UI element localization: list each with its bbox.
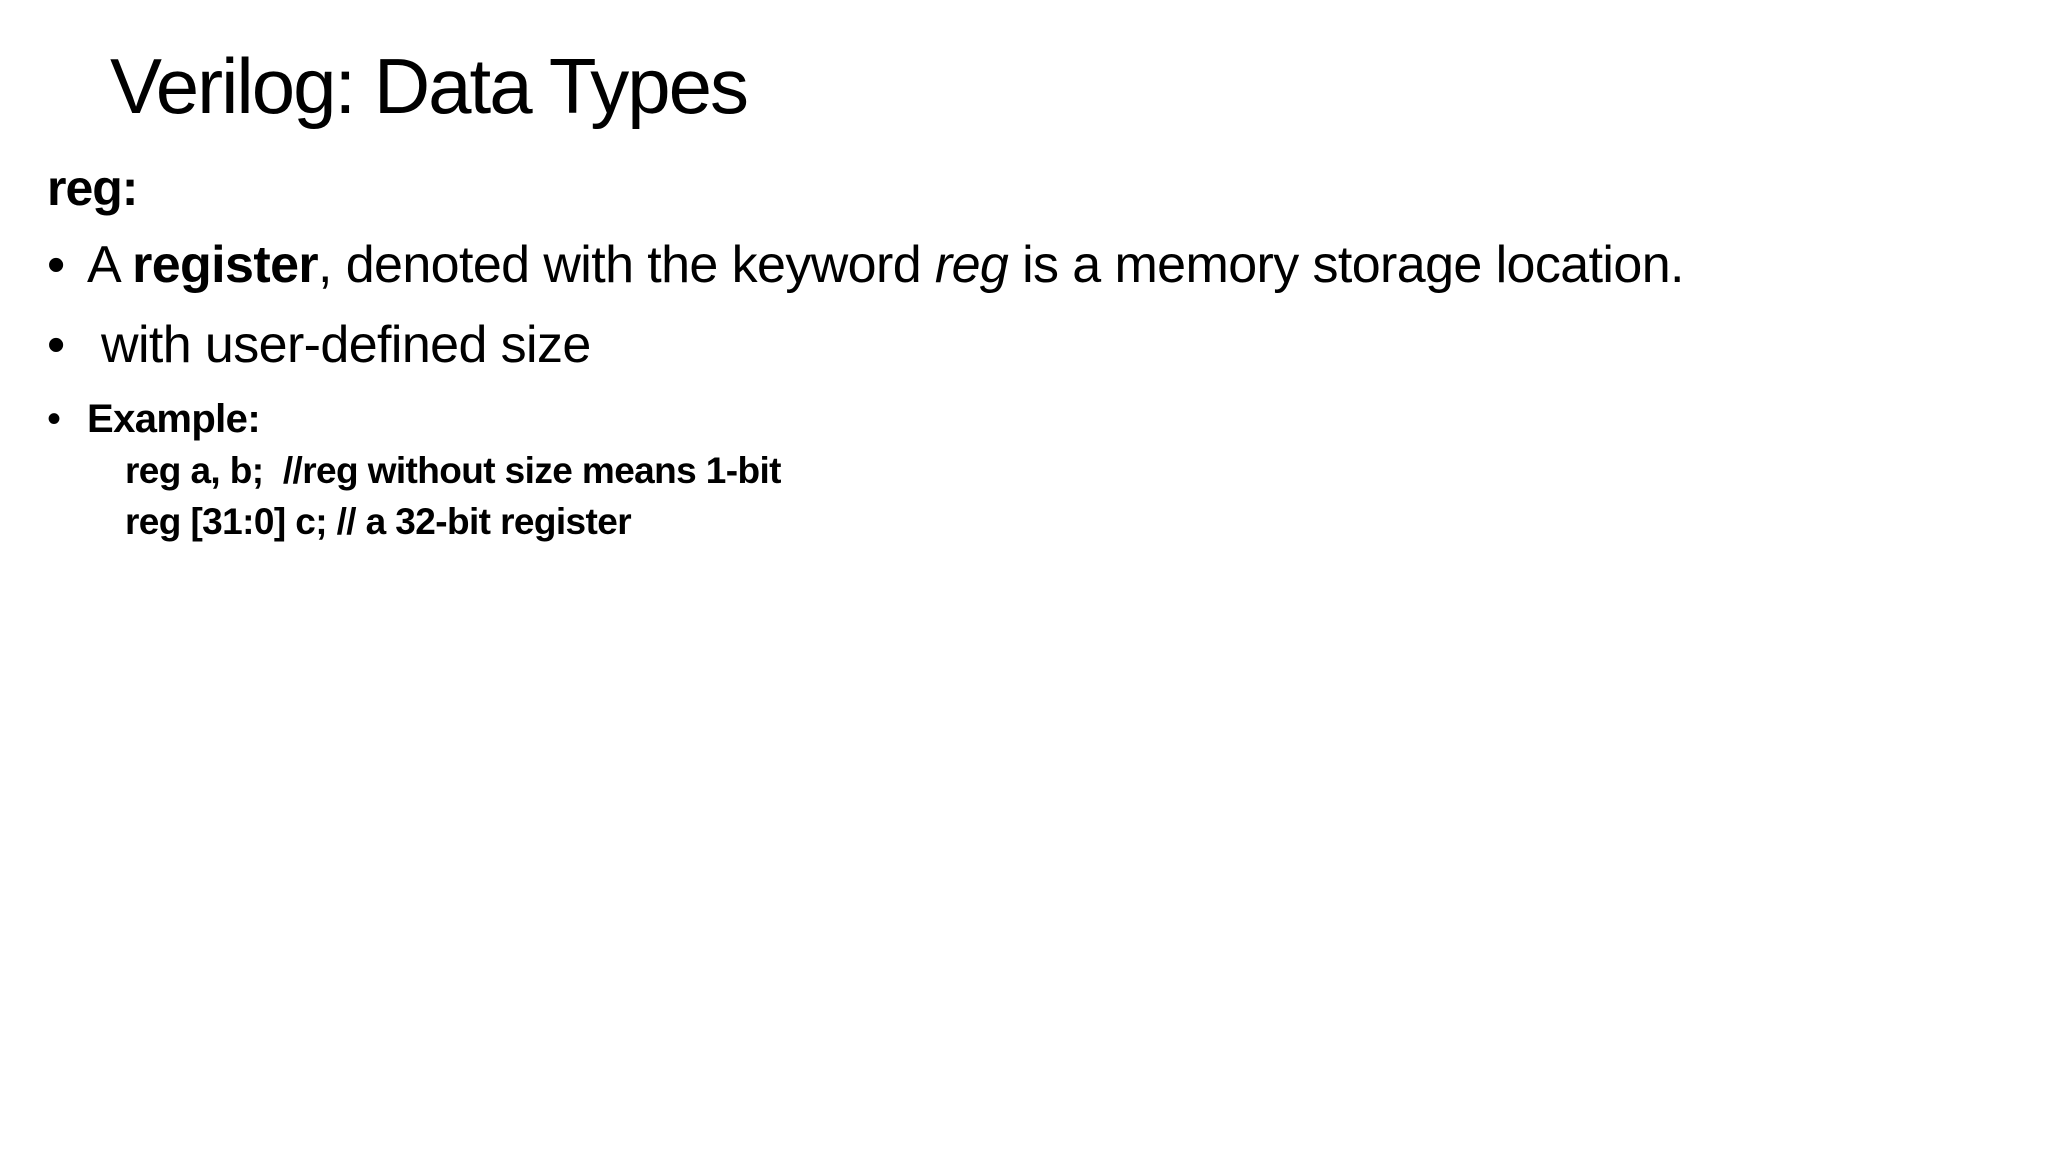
bullet-user-defined-size: • with user-defined size: [47, 310, 591, 380]
bullet-marker: •: [47, 236, 65, 294]
example-label: Example:: [87, 397, 261, 441]
bullet-text: A register, denoted with the keyword reg…: [87, 236, 1684, 294]
code-line: reg a, b; //reg without size means 1-bit: [125, 450, 782, 491]
section-heading-reg: reg:: [47, 160, 138, 216]
italic-keyword-reg: reg: [934, 236, 1009, 294]
code-line: reg [31:0] c; // a 32-bit register: [125, 501, 632, 542]
slide-title: Verilog: Data Types: [110, 42, 749, 130]
bullet-marker: •: [47, 316, 65, 374]
bold-term-register: register: [132, 236, 319, 294]
bullet-register-definition: • A register, denoted with the keyword r…: [47, 230, 1684, 300]
bullet-marker: •: [47, 397, 61, 441]
bullet-text: with user-defined size: [101, 316, 591, 374]
bullet-example: • Example:: [47, 393, 261, 445]
